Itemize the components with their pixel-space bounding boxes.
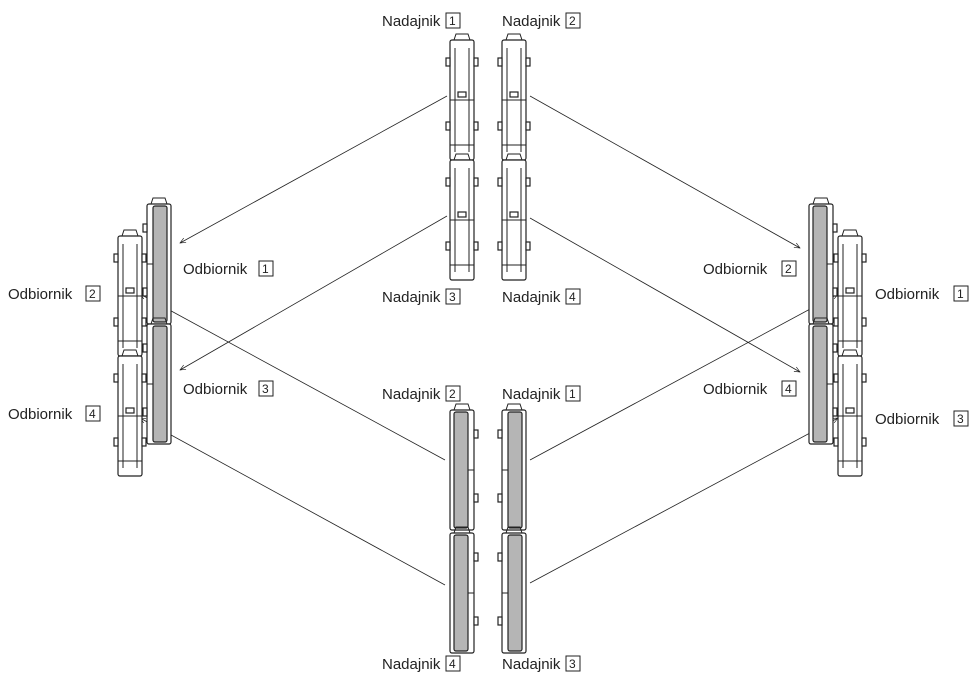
- label-bottom-tx1: Nadajnik 1: [502, 385, 581, 403]
- label-left-rx1: Odbiornik 1: [183, 260, 274, 278]
- label-number: 2: [569, 14, 576, 28]
- label-text: Odbiornik: [183, 261, 248, 278]
- label-text: Nadajnik: [502, 386, 561, 403]
- bottom-transmitter-1: [497, 403, 527, 531]
- bottom-transmitter-2: [449, 403, 479, 531]
- beam-bottom-tx4-to-left-rx4: [140, 418, 446, 586]
- beam-top-tx4-to-right-rx4: [529, 217, 800, 372]
- label-text: Odbiornik: [703, 381, 768, 398]
- left-receiver-2: [113, 229, 147, 357]
- right-receiver-1: [833, 229, 867, 357]
- beam-bottom-tx1-to-right-rx1: [529, 294, 838, 461]
- label-number: 3: [449, 290, 456, 304]
- beam-top-tx2-to-right-rx2: [529, 95, 800, 248]
- left-receiver-3: [142, 317, 172, 445]
- label-right-rx4: Odbiornik 4: [703, 380, 797, 398]
- label-number: 4: [89, 407, 96, 421]
- label-left-rx2: Odbiornik 2: [8, 285, 101, 303]
- label-number: 4: [785, 382, 792, 396]
- label-bottom-tx2: Nadajnik 2: [382, 385, 461, 403]
- label-top-tx3: Nadajnik 3: [382, 288, 461, 306]
- label-bottom-tx3: Nadajnik 3: [502, 655, 581, 673]
- left-receiver-group: [113, 197, 172, 477]
- beam-bottom-tx2-to-left-rx2: [140, 294, 446, 461]
- bottom-transmitter-group: [449, 403, 527, 654]
- label-number: 3: [262, 382, 269, 396]
- label-number: 1: [449, 14, 456, 28]
- right-receiver-4: [808, 317, 838, 445]
- label-number: 3: [957, 412, 964, 426]
- beam-lines: [140, 95, 838, 586]
- label-number: 2: [449, 387, 456, 401]
- label-right-rx1: Odbiornik 1: [875, 285, 969, 303]
- right-receiver-2: [808, 197, 838, 325]
- label-text: Odbiornik: [183, 381, 248, 398]
- label-top-tx1: Nadajnik 1: [382, 12, 461, 30]
- top-transmitter-3: [445, 153, 479, 281]
- label-text: Odbiornik: [875, 286, 940, 303]
- label-text: Odbiornik: [8, 406, 73, 423]
- top-transmitter-2: [497, 33, 531, 161]
- bottom-transmitter-4: [449, 526, 479, 654]
- label-text: Nadajnik: [502, 289, 561, 306]
- label-text: Nadajnik: [382, 656, 441, 673]
- beam-top-tx3-to-left-rx3: [180, 215, 448, 370]
- label-number: 1: [262, 262, 269, 276]
- label-text: Nadajnik: [382, 13, 441, 30]
- label-text: Odbiornik: [875, 411, 940, 428]
- top-transmitter-1: [445, 33, 479, 161]
- label-left-rx3: Odbiornik 3: [183, 380, 274, 398]
- beam-top-tx1-to-left-rx1: [180, 95, 448, 243]
- label-number: 1: [569, 387, 576, 401]
- label-text: Nadajnik: [382, 386, 441, 403]
- label-number: 1: [957, 287, 964, 301]
- label-text: Nadajnik: [502, 656, 561, 673]
- left-receiver-4: [113, 349, 147, 477]
- label-text: Odbiornik: [703, 261, 768, 278]
- label-top-tx4: Nadajnik 4: [502, 288, 581, 306]
- right-receiver-3: [833, 349, 867, 477]
- top-transmitter-4: [497, 153, 531, 281]
- label-text: Nadajnik: [502, 13, 561, 30]
- label-right-rx2: Odbiornik 2: [703, 260, 797, 278]
- right-receiver-group: [808, 197, 867, 477]
- label-number: 3: [569, 657, 576, 671]
- beam-bottom-tx3-to-right-rx3: [529, 418, 838, 584]
- left-receiver-1: [142, 197, 172, 325]
- label-right-rx3: Odbiornik 3: [875, 410, 969, 428]
- label-number: 4: [449, 657, 456, 671]
- label-number: 4: [569, 290, 576, 304]
- label-number: 2: [89, 287, 96, 301]
- label-text: Nadajnik: [382, 289, 441, 306]
- label-bottom-tx4: Nadajnik 4: [382, 655, 461, 673]
- label-left-rx4: Odbiornik 4: [8, 405, 101, 423]
- label-text: Odbiornik: [8, 286, 73, 303]
- top-transmitter-group: [445, 33, 531, 281]
- bottom-transmitter-3: [497, 526, 527, 654]
- label-number: 2: [785, 262, 792, 276]
- label-top-tx2: Nadajnik 2: [502, 12, 581, 30]
